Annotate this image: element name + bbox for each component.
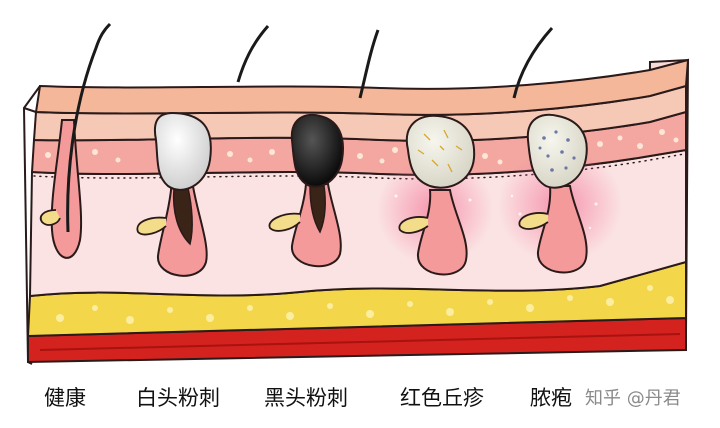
pustule-plug: [526, 113, 588, 189]
hair-shaft: [512, 26, 554, 99]
papule-plug: [405, 114, 476, 189]
hair-shaft: [358, 29, 380, 99]
label-papule: 红色丘疹: [400, 386, 484, 410]
blackhead-plug: [290, 113, 344, 188]
pustule-bacteria: [538, 130, 576, 172]
label-whitehead: 白头粉刺: [136, 386, 220, 410]
sebaceous-gland: [268, 212, 301, 232]
hair-shaft: [236, 25, 270, 83]
sebaceous-gland: [136, 216, 167, 236]
papule-follicle: [398, 114, 476, 276]
watermark: 知乎 @丹君: [585, 388, 681, 409]
sebaceous-gland: [518, 212, 549, 230]
papule-debris: [417, 129, 463, 173]
whitehead-plug: [153, 112, 212, 191]
glow-sparkles: [394, 194, 598, 230]
basal-membrane-line: [33, 153, 685, 180]
whitehead-follicle: [136, 25, 270, 277]
blackhead-follicle: [268, 29, 380, 268]
label-blackhead: 黑头粉刺: [264, 386, 348, 410]
hair-shaft: [66, 22, 112, 233]
label-pustule: 脓疱: [530, 386, 572, 410]
healthy-follicle: [39, 22, 112, 259]
label-healthy: 健康: [44, 386, 86, 410]
sebaceous-gland: [39, 209, 61, 226]
sebaceous-gland: [398, 216, 429, 234]
pustule-follicle: [512, 26, 588, 274]
